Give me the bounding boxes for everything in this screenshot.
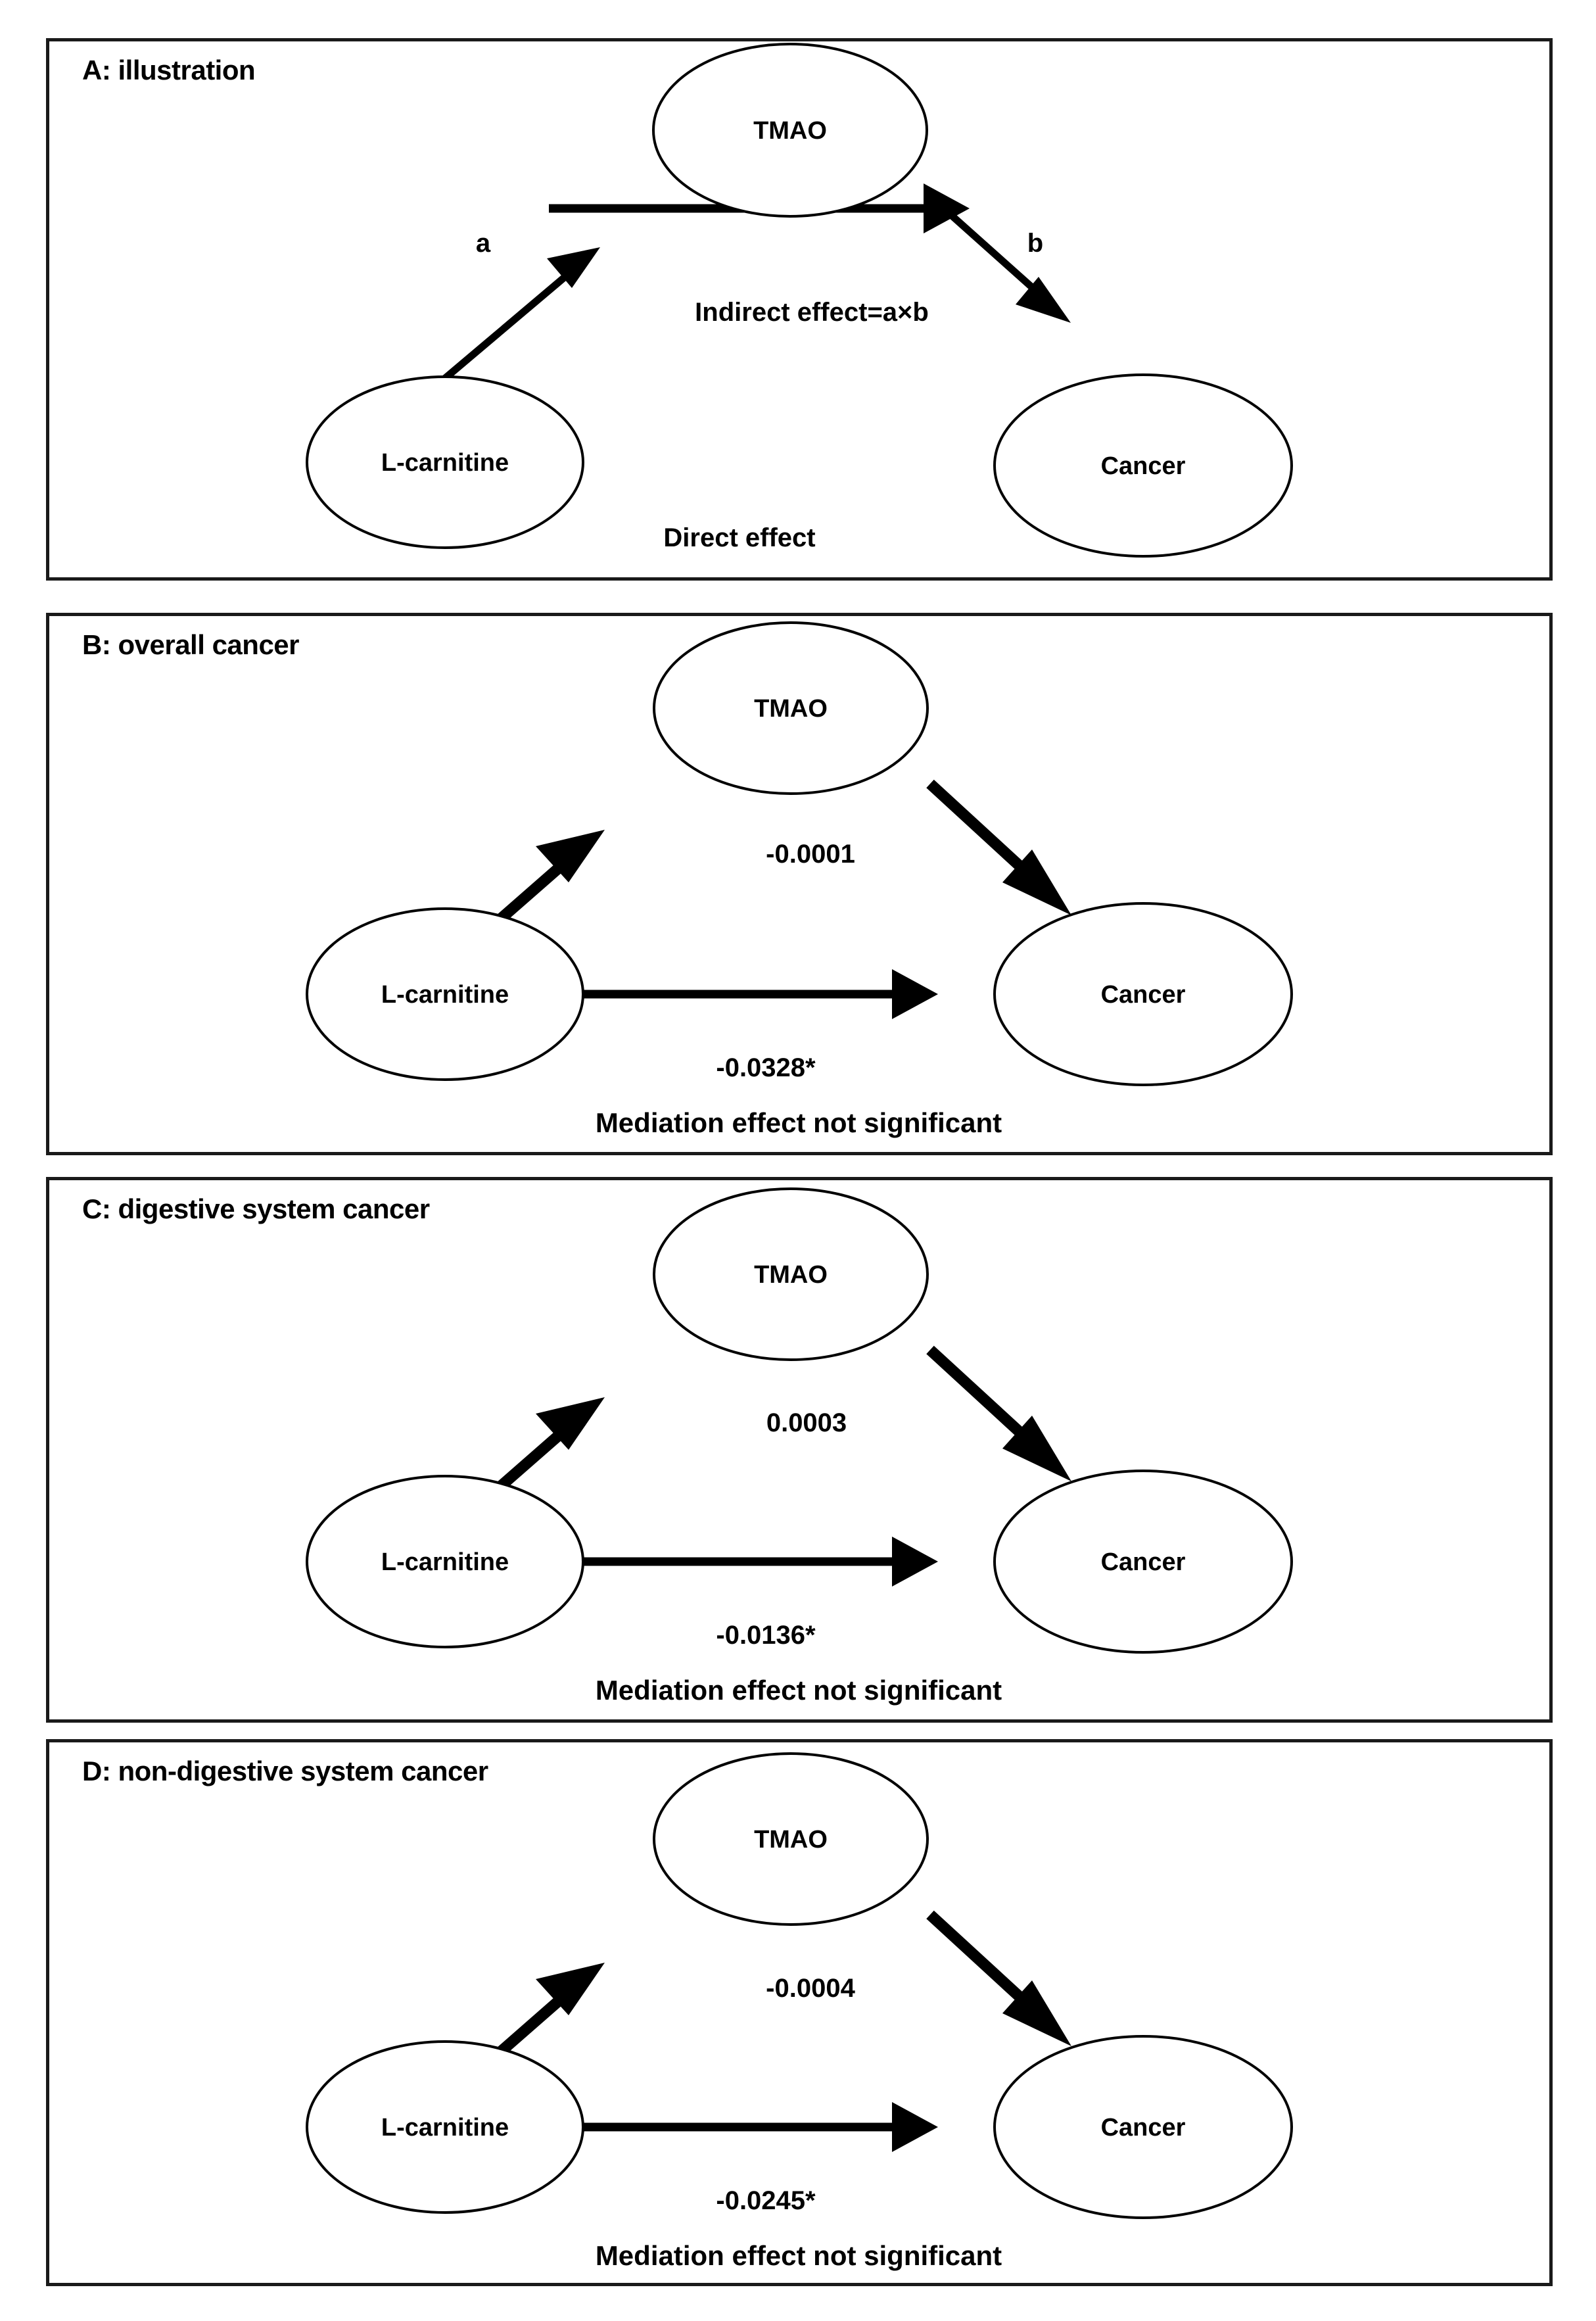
path-b-arrow: [931, 196, 1071, 323]
direct-effect-arrow: [552, 969, 938, 1019]
node-tmao-label: TMAO: [754, 695, 828, 723]
node-cancer-label: Cancer: [1101, 981, 1186, 1009]
path-b-arrow: [926, 1345, 1071, 1481]
node-l-carnitine-label: L-carnitine: [381, 1548, 509, 1576]
node-cancer-label: Cancer: [1101, 452, 1186, 480]
path-b-label: b: [1027, 229, 1043, 258]
panel-b-title: B: overall cancer: [82, 629, 300, 660]
direct-effect-arrow: [552, 1537, 938, 1587]
path-b-arrow: [926, 1910, 1071, 2046]
direct-effect-arrow: [552, 2102, 938, 2152]
path-b-arrow: [926, 779, 1071, 915]
panel-a-diagram: TMAO L-carnitine Cancer a b Indirect eff…: [306, 43, 1293, 558]
node-tmao: TMAO: [652, 43, 928, 218]
panel-d-title: D: non-digestive system cancer: [82, 1756, 488, 1786]
direct-effect-label: Direct effect: [663, 523, 815, 552]
node-l-carnitine: L-carnitine: [306, 1475, 584, 1648]
direct-effect-label: -0.0328*: [716, 1053, 816, 1082]
panel-d: D: non-digestive system cancer TMAO L-ca…: [46, 1739, 1553, 2286]
panel-c-title: C: digestive system cancer: [82, 1193, 430, 1224]
path-a-label: a: [476, 229, 491, 258]
mediation-conclusion: Mediation effect not significant: [596, 1107, 1002, 1138]
direct-effect-label: -0.0245*: [716, 2186, 816, 2215]
direct-effect-label: -0.0136*: [716, 1621, 816, 1650]
node-l-carnitine: L-carnitine: [306, 375, 584, 549]
mediation-conclusion: Mediation effect not significant: [596, 2240, 1002, 2271]
node-cancer: Cancer: [993, 1470, 1293, 1654]
indirect-effect-label: 0.0003: [766, 1408, 847, 1437]
panel-c: C: digestive system cancer TMAO L-carnit…: [46, 1177, 1553, 1723]
node-cancer: Cancer: [993, 902, 1293, 1086]
panel-b-diagram: TMAO L-carnitine Cancer -0.0001 -0.0328*…: [306, 621, 1293, 1138]
node-l-carnitine-label: L-carnitine: [381, 2114, 509, 2142]
indirect-effect-label: -0.0004: [766, 1974, 855, 2003]
node-tmao-label: TMAO: [754, 1261, 828, 1289]
panel-c-diagram: TMAO L-carnitine Cancer 0.0003 -0.0136* …: [306, 1187, 1293, 1706]
node-cancer-label: Cancer: [1101, 2114, 1186, 2142]
node-tmao: TMAO: [653, 1752, 929, 1926]
node-tmao: TMAO: [653, 1187, 929, 1361]
node-l-carnitine: L-carnitine: [306, 907, 584, 1081]
indirect-effect-label: -0.0001: [766, 840, 855, 869]
panel-a-title: A: illustration: [82, 55, 256, 85]
node-cancer-label: Cancer: [1101, 1548, 1186, 1576]
node-tmao-label: TMAO: [753, 117, 827, 145]
indirect-effect-label: Indirect effect=a×b: [695, 298, 929, 327]
node-cancer: Cancer: [993, 373, 1293, 558]
node-l-carnitine-label: L-carnitine: [381, 981, 509, 1009]
node-l-carnitine: L-carnitine: [306, 2040, 584, 2214]
panel-d-diagram: TMAO L-carnitine Cancer -0.0004 -0.0245*…: [306, 1752, 1293, 2271]
panel-b: B: overall cancer TMAO L-carnitine: [46, 613, 1553, 1155]
node-tmao-label: TMAO: [754, 1826, 828, 1854]
panel-a: A: illustration TMAO: [46, 38, 1553, 581]
node-cancer: Cancer: [993, 2035, 1293, 2219]
mediation-conclusion: Mediation effect not significant: [596, 1675, 1002, 1706]
node-tmao: TMAO: [653, 621, 929, 795]
path-a-arrow: [441, 247, 600, 383]
node-l-carnitine-label: L-carnitine: [381, 449, 509, 477]
